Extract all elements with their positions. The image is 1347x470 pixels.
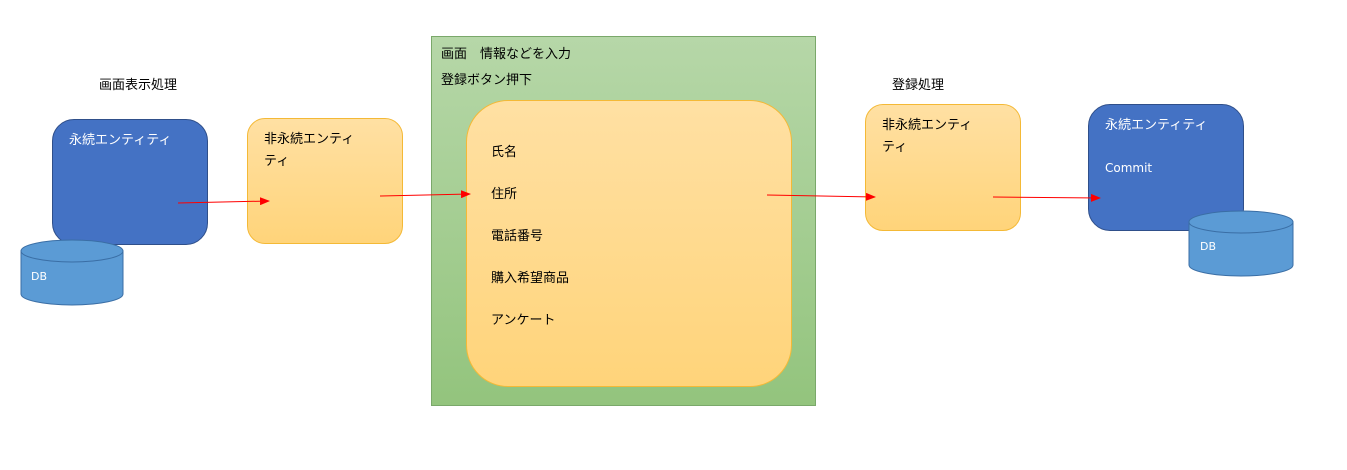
commit-label: Commit <box>1105 161 1153 175</box>
field-phone: 電話番号 <box>491 229 544 244</box>
db-right-label: DB <box>1200 240 1216 253</box>
screen-title-line1: 画面 情報などを入力 <box>441 47 572 62</box>
input-form: 氏名 住所 電話番号 購入希望商品 アンケート <box>466 100 792 387</box>
persistent-entity-left: 永続エンティティ <box>52 119 208 245</box>
screen-panel: 画面 情報などを入力 登録ボタン押下 氏名 住所 電話番号 購入希望商品 アンケ… <box>431 36 816 406</box>
transient-entity-left-label: 非永続エンティ ティ <box>264 132 355 169</box>
screen-title-line2: 登録ボタン押下 <box>441 73 533 88</box>
transient-entity-right-label: 非永続エンティ ティ <box>882 118 973 155</box>
register-process-label: 登録処理 <box>892 78 945 93</box>
field-survey: アンケート <box>491 313 556 328</box>
field-name: 氏名 <box>491 145 518 160</box>
field-product: 購入希望商品 <box>491 271 570 286</box>
display-process-label: 画面表示処理 <box>99 78 178 93</box>
transient-entity-right: 非永続エンティ ティ <box>865 104 1021 231</box>
persistent-entity-left-label: 永続エンティティ <box>69 133 172 148</box>
db-left-label: DB <box>31 270 47 283</box>
persistent-entity-right-label: 永続エンティティ <box>1105 118 1208 133</box>
db-cylinder-left: DB <box>20 239 124 306</box>
transient-entity-left: 非永続エンティ ティ <box>247 118 403 244</box>
field-address: 住所 <box>491 187 518 202</box>
persistent-entity-right: 永続エンティティ Commit <box>1088 104 1244 231</box>
